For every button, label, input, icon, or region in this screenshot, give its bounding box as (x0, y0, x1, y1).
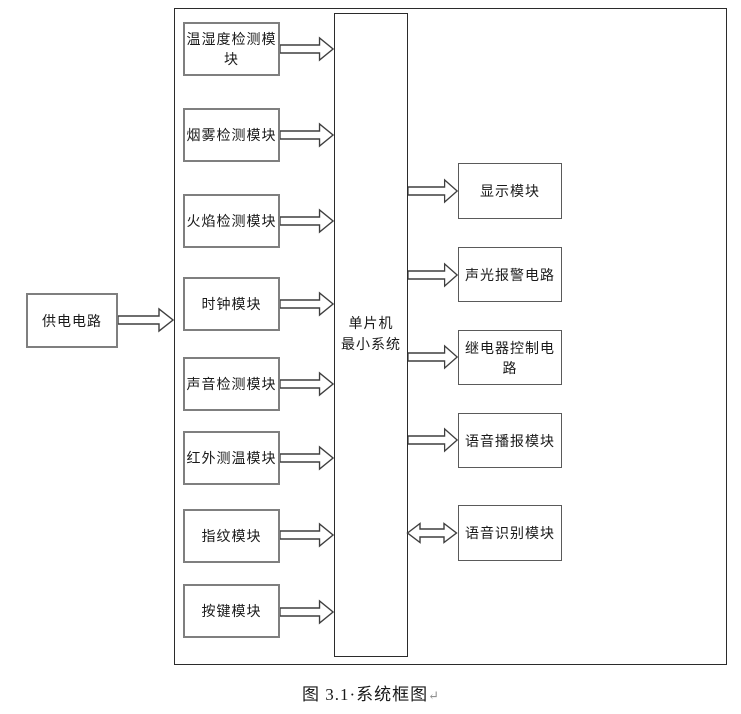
module-label: 火焰检测模块 (186, 215, 277, 230)
module-label: 指纹模块 (201, 530, 262, 545)
module-box-temp-humidity: 温湿度检测模块 (183, 22, 280, 76)
power-supply-label: 供电电路 (42, 314, 102, 330)
module-box-smoke: 烟雾检测模块 (183, 108, 280, 162)
module-box-keys: 按键模块 (183, 584, 280, 638)
module-box-voice-broadcast: 语音播报模块 (458, 413, 562, 468)
arrow-mcu-to-relay-control (408, 344, 458, 370)
module-label: 继电器控制电路 (465, 341, 555, 377)
module-label: 语音播报模块 (465, 434, 555, 450)
arrow-infrared-temp-to-mcu (280, 445, 334, 471)
module-label: 红外测温模块 (186, 452, 277, 467)
module-label: 声音检测模块 (186, 378, 277, 393)
arrow-temp-humidity-to-mcu (280, 36, 334, 62)
power-supply-box: 供电电路 (26, 293, 118, 348)
arrow-keys-to-mcu (280, 599, 334, 625)
arrow-mcu-to-voice-broadcast (408, 427, 458, 453)
module-box-sound: 声音检测模块 (183, 357, 280, 411)
module-box-display: 显示模块 (458, 163, 562, 219)
line-break-mark: ↵ (428, 688, 440, 703)
figure-caption-text: 图 3.1·系统框图 (301, 685, 429, 704)
module-label: 温湿度检测模块 (186, 33, 277, 68)
module-label: 按键模块 (201, 605, 262, 620)
module-box-flame: 火焰检测模块 (183, 194, 280, 248)
module-label: 时钟模块 (201, 298, 262, 313)
mcu-label-line1: 单片机 (348, 317, 394, 332)
mcu-minimal-system-box: 单片机 最小系统 (334, 13, 408, 657)
module-box-relay-control: 继电器控制电路 (458, 330, 562, 385)
module-box-fingerprint: 指纹模块 (183, 509, 280, 563)
module-box-clock: 时钟模块 (183, 277, 280, 331)
figure-caption: 图 3.1·系统框图↵ (0, 680, 741, 705)
arrow-mcu-to-sound-light-alarm (408, 262, 458, 288)
arrow-clock-to-mcu (280, 291, 334, 317)
arrow-fingerprint-to-mcu (280, 522, 334, 548)
module-label: 显示模块 (480, 185, 540, 200)
module-box-sound-light-alarm: 声光报警电路 (458, 247, 562, 302)
module-label: 烟雾检测模块 (186, 129, 277, 144)
arrow-sound-to-mcu (280, 371, 334, 397)
arrow-flame-to-mcu (280, 208, 334, 234)
module-box-infrared-temp: 红外测温模块 (183, 431, 280, 485)
arrow-mcu-voice-recognition-bidirectional (406, 522, 458, 544)
system-frame (174, 8, 727, 665)
module-label: 语音识别模块 (465, 527, 555, 542)
arrow-smoke-to-mcu (280, 122, 334, 148)
arrow-power-to-frame (118, 307, 174, 333)
mcu-label-line2: 最小系统 (341, 338, 401, 353)
arrow-mcu-to-display (408, 178, 458, 204)
module-label: 声光报警电路 (465, 268, 555, 284)
module-box-voice-recognition: 语音识别模块 (458, 505, 562, 561)
